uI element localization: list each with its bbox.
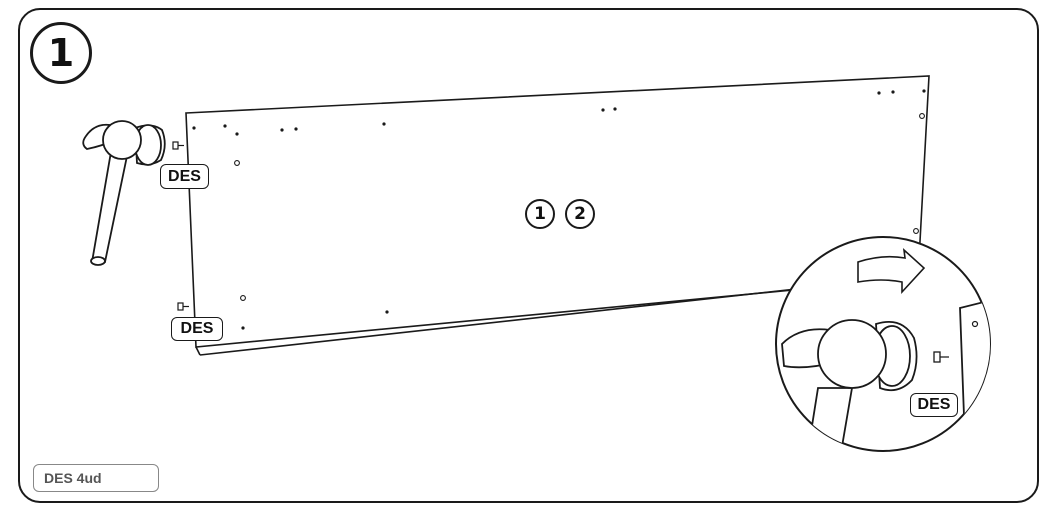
panel-bore-holes xyxy=(234,113,925,301)
des-label-bottom: DES xyxy=(171,317,223,341)
arrow-icon xyxy=(857,247,926,295)
step-frame xyxy=(18,8,1039,503)
dowel-pin-icon xyxy=(172,141,189,311)
part-number-2: 2 xyxy=(565,199,595,229)
quantity-label: DES 4ud xyxy=(33,464,159,492)
mallet-icon xyxy=(82,120,166,266)
des-label-detail: DES xyxy=(910,393,958,417)
part-number-1: 1 xyxy=(525,199,555,229)
panel-holes xyxy=(192,89,926,330)
step-number-badge: 1 xyxy=(30,22,92,84)
des-label-top: DES xyxy=(160,164,209,189)
